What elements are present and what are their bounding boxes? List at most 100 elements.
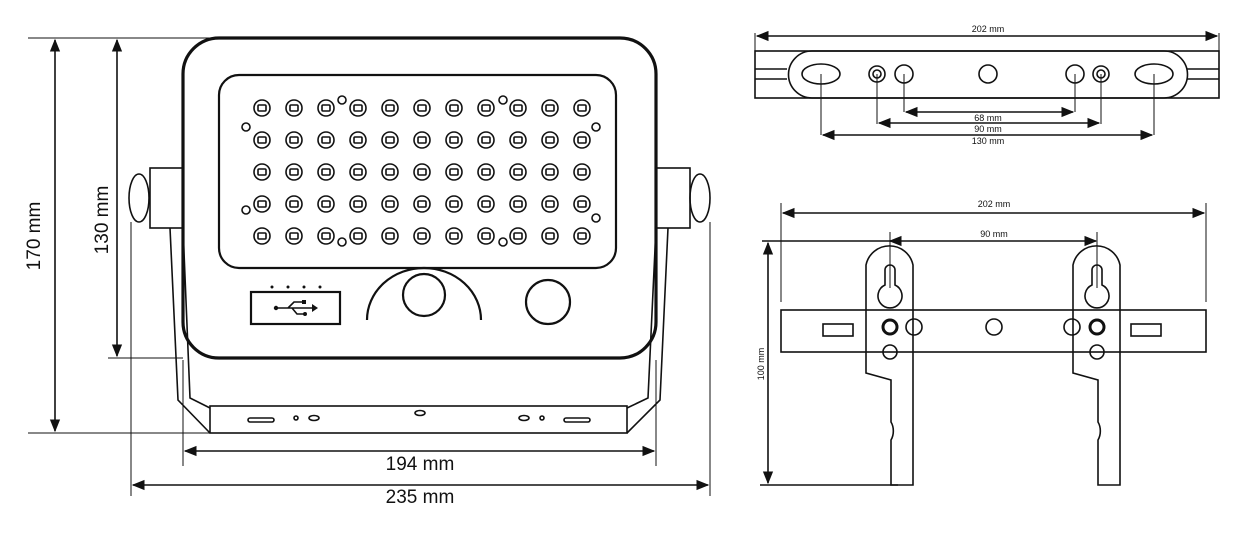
base-hole [293,415,299,421]
hanging-bracket [1072,232,1121,486]
led [253,99,271,117]
led [381,131,399,149]
led [285,227,303,245]
led [445,195,463,213]
motion-sensor [401,272,447,318]
led [381,195,399,213]
light-sensor [524,278,572,326]
dim-height-housing: 130 mm [92,186,113,255]
led [317,227,335,245]
led [509,163,527,181]
led [509,131,527,149]
led-grid [241,95,601,247]
led [541,195,559,213]
base-hole [414,409,426,417]
led [381,163,399,181]
led [509,227,527,245]
hanging-bracket [865,232,914,486]
led [349,99,367,117]
led [541,131,559,149]
led [413,131,431,149]
knob-mount-right [655,167,691,229]
led [477,163,495,181]
led [285,195,303,213]
front-view: 170 mm 130 mm 194 mm 235 mm [24,36,711,508]
led [541,227,559,245]
sensor-arc [365,266,483,321]
led [285,99,303,117]
top-dim-middle: 90 mm [974,124,1002,134]
led [349,227,367,245]
dim-height-total: 170 mm [24,202,45,271]
led [445,227,463,245]
led [317,99,335,117]
led [541,99,559,117]
top-bar [754,50,1220,99]
panel-screw [498,237,508,247]
led [477,131,495,149]
base-hole [308,414,320,422]
bracket-right-arm [626,227,669,434]
led [509,195,527,213]
mount-view: 202 mm 90 mm 100 mm [756,199,1207,486]
led [477,227,495,245]
led [317,163,335,181]
led [477,195,495,213]
led [317,131,335,149]
led [541,163,559,181]
led [413,163,431,181]
led [349,195,367,213]
led [573,163,591,181]
top-dim-width: 202 mm [972,24,1005,34]
top-dim-outer: 130 mm [972,136,1005,146]
knob-mount-left [149,167,184,229]
dimension-lines [28,37,711,496]
panel-screw [241,205,251,215]
led [573,195,591,213]
usb-icon [273,300,318,316]
knob-left [128,173,150,223]
top-dim-inner: 68 mm [974,113,1002,123]
led [253,163,271,181]
base-hole [518,414,530,422]
led [253,227,271,245]
base-slot-left [247,417,275,423]
dim-width-base: 194 mm [386,454,455,475]
led [573,227,591,245]
mount-dim-height: 100 mm [756,348,766,381]
mount-dim-width: 202 mm [978,199,1011,209]
led [445,99,463,117]
led [253,195,271,213]
led [573,99,591,117]
led [445,131,463,149]
base-slot-right [563,417,591,423]
indicator-dots [270,285,322,289]
housing [181,36,658,360]
led [413,227,431,245]
bracket-left-arm [169,227,211,434]
usb-port [249,290,342,326]
led [381,99,399,117]
led [413,99,431,117]
led [349,163,367,181]
led [317,195,335,213]
mount-dim-spacing: 90 mm [980,229,1008,239]
led [573,131,591,149]
led [285,163,303,181]
led [253,131,271,149]
dim-width-total: 235 mm [386,487,455,508]
panel-screw [337,95,347,105]
led [285,131,303,149]
led [509,99,527,117]
knob-right [689,173,711,223]
panel-screw [498,95,508,105]
panel-screw [337,237,347,247]
led [413,195,431,213]
top-view: 202 mm 68 mm 90 mm 130 mm [754,24,1220,146]
panel-screw [591,213,601,223]
base-hole [539,415,545,421]
bracket-base [209,405,628,434]
led [477,99,495,117]
